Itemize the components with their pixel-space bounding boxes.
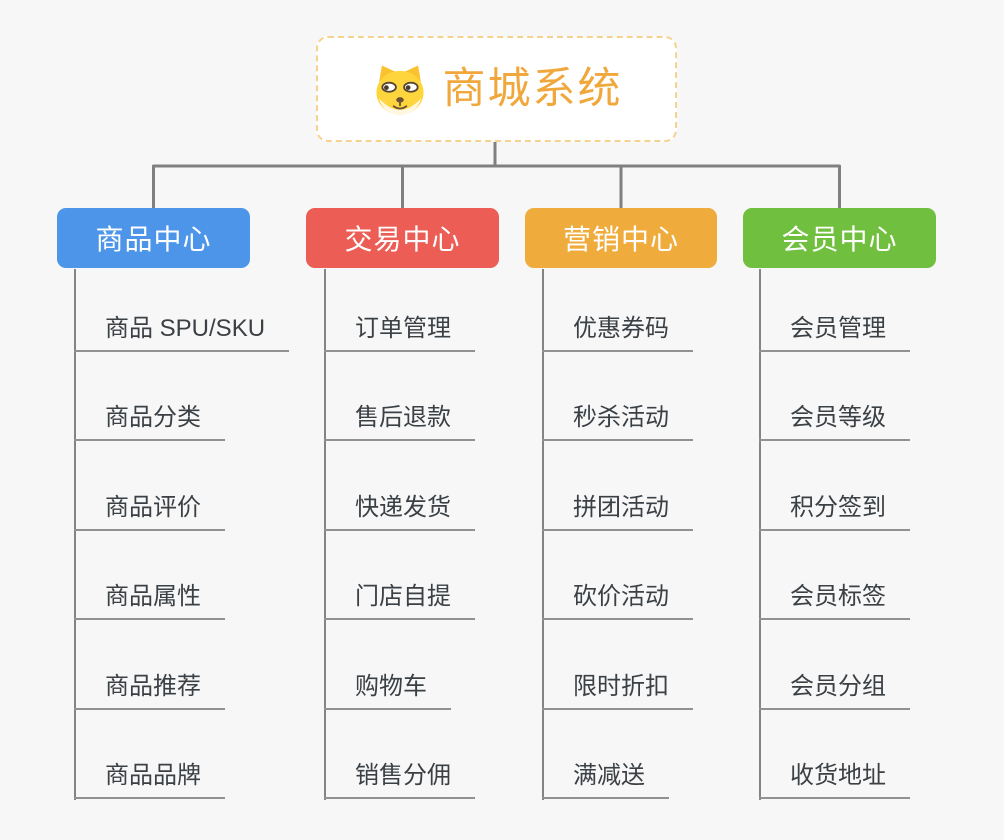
branch-node-marketing-center[interactable]: 营销中心 [525,208,717,268]
mindmap-leaf-item[interactable]: 商品分类 [74,402,225,441]
branch-column-member: 会员管理 会员等级 积分签到 会员标签 会员分组 收货地址 [759,269,910,800]
mindmap-leaf-item[interactable]: 会员标签 [759,581,910,620]
mindmap-leaf-item[interactable]: 限时折扣 [542,671,693,710]
mindmap-leaf-item[interactable]: 快递发货 [324,492,475,531]
branch-column-marketing: 优惠券码 秒杀活动 拼团活动 砍价活动 限时折扣 满减送 [542,269,693,800]
root-title: 商城系统 [442,64,623,113]
mindmap-leaf-item[interactable]: 收货地址 [759,760,910,799]
mindmap-leaf-item[interactable]: 会员分组 [759,671,910,710]
mindmap-leaf-item[interactable]: 订单管理 [324,313,475,352]
mindmap-leaf-item[interactable]: 砍价活动 [542,581,693,620]
mindmap-leaf-item[interactable]: 门店自提 [324,581,475,620]
mindmap-leaf-item[interactable]: 商品属性 [74,581,225,620]
branch-column-product: 商品 SPU/SKU 商品分类 商品评价 商品属性 商品推荐 商品品牌 [74,269,290,800]
mindmap-leaf-item[interactable]: 销售分佣 [324,760,475,799]
branch-column-trade: 订单管理 售后退款 快递发货 门店自提 购物车 销售分佣 [324,269,475,800]
mindmap-leaf-item[interactable]: 商品品牌 [74,760,225,799]
mindmap-leaf-item[interactable]: 商品评价 [74,492,225,531]
mindmap-leaf-item[interactable]: 商品 SPU/SKU [74,313,290,352]
mindmap-leaf-item[interactable]: 满减送 [542,760,669,799]
branch-node-trade-center[interactable]: 交易中心 [306,208,499,268]
mindmap-leaf-item[interactable]: 积分签到 [759,492,910,531]
branch-node-product-center[interactable]: 商品中心 [57,208,250,268]
branch-node-member-center[interactable]: 会员中心 [743,208,936,268]
mindmap-leaf-item[interactable]: 购物车 [324,671,451,710]
root-node[interactable]: 商城系统 [316,36,677,142]
mindmap-leaf-item[interactable]: 拼团活动 [542,492,693,531]
mindmap-leaf-item[interactable]: 秒杀活动 [542,402,693,441]
mindmap-leaf-item[interactable]: 会员等级 [759,402,910,441]
mindmap-leaf-item[interactable]: 会员管理 [759,313,910,352]
mindmap-leaf-item[interactable]: 优惠券码 [542,313,693,352]
mindmap-leaf-item[interactable]: 商品推荐 [74,671,225,710]
dog-face-icon [371,60,429,118]
mindmap-leaf-item[interactable]: 售后退款 [324,402,475,441]
